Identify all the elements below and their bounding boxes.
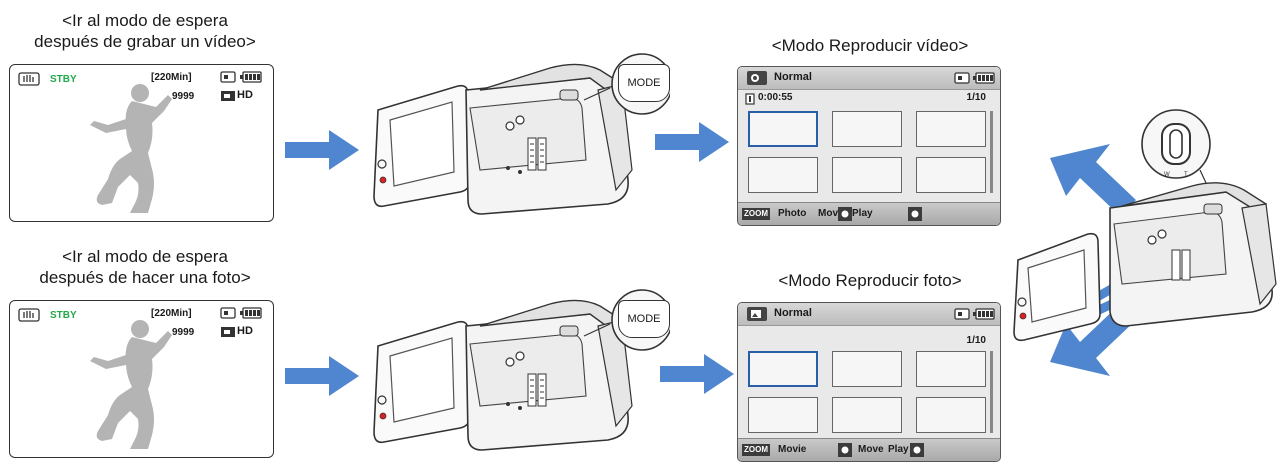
storage-card-icon: [954, 308, 970, 320]
bottom-label-movie: Movie: [778, 444, 807, 455]
mode-button[interactable]: MODE: [618, 300, 670, 338]
video-camera-icon: [221, 91, 235, 101]
caption-line: después de hacer una foto>: [39, 268, 251, 287]
thumbnail[interactable]: [832, 397, 902, 433]
storage-card-icon: [220, 307, 236, 319]
mode-button-label: MODE: [627, 77, 661, 89]
mode-button[interactable]: MODE: [618, 64, 670, 102]
photo-count: 9999: [172, 91, 195, 102]
caption-play-video: <Modo Reproducir vídeo>: [771, 36, 969, 55]
caption-line: <Ir al modo de espera: [62, 11, 228, 30]
bottom-label-move: Move: [818, 208, 844, 219]
arrow-right-icon: [285, 130, 359, 170]
bottom-label-play: Play: [888, 444, 909, 455]
battery-icon: [973, 308, 995, 320]
video-playback-icon: [747, 71, 767, 85]
caption-standby-photo: <Ir al modo de espera después de hacer u…: [0, 246, 290, 288]
joystick-icon: [838, 443, 852, 457]
bottom-label-photo: Photo: [778, 208, 807, 219]
thumbnail[interactable]: [832, 111, 902, 147]
thumbnail[interactable]: [916, 351, 986, 387]
thumbnail[interactable]: [748, 351, 818, 387]
mode-button-label: MODE: [627, 313, 661, 325]
bottom-label-move: Move: [858, 444, 884, 455]
caption-play-photo: <Modo Reproducir foto>: [778, 271, 962, 290]
arrow-right-icon: [660, 354, 734, 394]
joystick-icon: [838, 207, 852, 221]
direction-arrow-up-icon: [1050, 144, 1136, 216]
battery-icon: [240, 307, 262, 319]
joystick-icon: [910, 443, 924, 457]
stby-status: STBY: [50, 74, 77, 85]
thumbnail[interactable]: [916, 157, 986, 193]
stby-status: STBY: [50, 310, 77, 321]
camcorder-illustration: [373, 53, 670, 215]
svg-text:T: T: [1184, 172, 1188, 178]
hand-mode-icon: [18, 72, 40, 86]
page-counter: 1/10: [966, 92, 986, 103]
playback-time: 0:00:55: [758, 92, 793, 103]
hd-quality-badge: HD: [237, 89, 253, 101]
camcorder-illustration: [373, 289, 670, 451]
thumbnail[interactable]: [832, 351, 902, 387]
zoom-key-badge: ZOOM: [742, 444, 770, 456]
svg-text:W: W: [1164, 172, 1170, 178]
hd-quality-badge: HD: [237, 325, 253, 337]
thumbnail[interactable]: [916, 111, 986, 147]
storage-card-icon: [220, 71, 236, 83]
joystick-icon: [908, 207, 922, 221]
zoom-key-badge: ZOOM: [742, 208, 770, 220]
storage-card-icon: [954, 72, 970, 84]
top-bar: [738, 303, 1000, 326]
play-photo-screen: Normal 1/10 ZOOM Movie Move Play: [737, 302, 1001, 462]
jumping-person-silhouette: [90, 320, 172, 449]
camcorder-illustration: W T: [1013, 109, 1277, 342]
standby-screen-photo: STBY [220Min] 9999 HD: [9, 300, 274, 458]
bottom-label-play: Play: [852, 208, 873, 219]
thumbnail[interactable]: [748, 111, 818, 147]
caption-standby-video: <Ir al modo de espera después de grabar …: [0, 10, 290, 52]
page-counter: 1/10: [966, 335, 986, 346]
arrow-right-icon: [285, 356, 359, 396]
battery-icon: [240, 71, 262, 83]
photo-playback-icon: [747, 307, 767, 321]
top-bar: [738, 67, 1000, 90]
clip-index-icon: [745, 93, 755, 105]
scrollbar[interactable]: [990, 351, 993, 433]
thumbnail[interactable]: [748, 157, 818, 193]
bottom-bar: ZOOM Photo Move Play: [738, 202, 1000, 225]
photo-count: 9999: [172, 327, 195, 338]
remaining-time: [220Min]: [151, 72, 192, 83]
thumbnail[interactable]: [748, 397, 818, 433]
remaining-time: [220Min]: [151, 308, 192, 319]
standby-screen-video: STBY [220Min] 9999 HD: [9, 64, 274, 222]
thumbnail[interactable]: [832, 157, 902, 193]
hand-mode-icon: [18, 308, 40, 322]
caption-line: <Ir al modo de espera: [62, 247, 228, 266]
play-mode-label: Normal: [774, 307, 812, 319]
jumping-person-silhouette: [90, 84, 172, 213]
play-video-screen: Normal 0:00:55 1/10 ZOOM Photo Move Play: [737, 66, 1001, 226]
bottom-bar: ZOOM Movie Move Play: [738, 438, 1000, 461]
play-mode-label: Normal: [774, 71, 812, 83]
caption-line: después de grabar un vídeo>: [34, 32, 256, 51]
arrow-right-icon: [655, 122, 729, 162]
video-camera-icon: [221, 327, 235, 337]
battery-icon: [973, 72, 995, 84]
thumbnail[interactable]: [916, 397, 986, 433]
scrollbar[interactable]: [990, 111, 993, 193]
